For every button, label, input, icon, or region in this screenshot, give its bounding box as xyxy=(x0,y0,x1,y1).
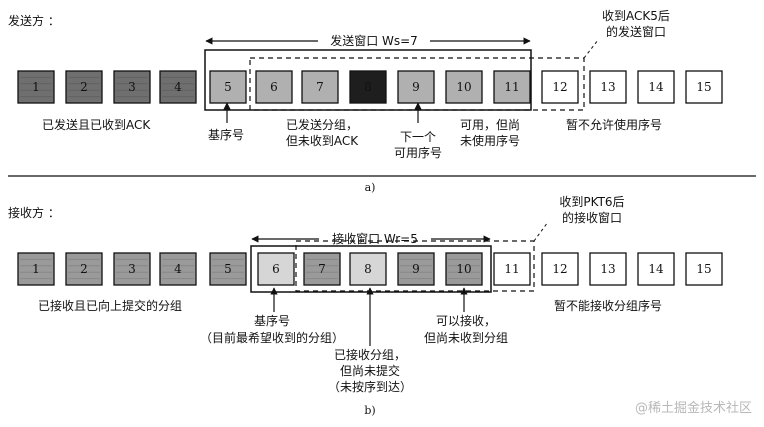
sender-window-label-bg xyxy=(318,33,430,48)
sender-acked-label: 已发送且已收到ACK xyxy=(42,117,151,132)
receiver-not-acceptable-label: 暂不能接收分组序号 xyxy=(554,298,662,313)
receiver-window-label: 接收窗口 Wr=5 xyxy=(332,231,418,246)
sender-next-window-leader xyxy=(583,39,599,59)
receiver-buffered-label-1: 已接收分组， xyxy=(334,347,406,362)
sender-next-seq-label-2: 可用序号 xyxy=(394,145,442,160)
sender-packet-box xyxy=(255,70,293,104)
sender-next-window-box xyxy=(249,57,585,111)
receiver-packet-number: 14 xyxy=(648,262,664,276)
sender-sent-unacked-label-2: 但未收到ACK xyxy=(286,134,359,148)
receiver-packet-number: 10 xyxy=(456,262,471,276)
receiver-packet-number: 12 xyxy=(552,262,567,276)
receiver-caption: b) xyxy=(364,404,375,417)
receiver-packet-number: 11 xyxy=(504,262,519,276)
receiver-packet-box xyxy=(209,252,247,286)
receiver-packet-number: 8 xyxy=(364,262,372,276)
receiver-packet-box xyxy=(65,252,103,286)
receiver-packet-number: 7 xyxy=(318,262,326,276)
sender-packet-box xyxy=(17,70,55,104)
receiver-buffered-label-3: （未按序到达） xyxy=(328,379,412,394)
sender-packet-box xyxy=(113,70,151,104)
receiver-packet-number: 13 xyxy=(600,262,615,276)
sender-packet-box xyxy=(65,70,103,104)
receiver-packet-number: 4 xyxy=(174,262,182,276)
sender-packet-number: 6 xyxy=(270,80,278,94)
receiver-packet-box xyxy=(397,252,435,286)
sender-packet-box xyxy=(493,70,531,104)
receiver-acceptable-label-2: 但尚未收到分组 xyxy=(424,331,508,345)
receiver-delivered-label: 已接收且已向上提交的分组 xyxy=(38,298,182,313)
watermark: @稀土掘金技术社区 xyxy=(635,400,752,416)
sender-packet-box xyxy=(445,70,483,104)
sender-packet-number: 8 xyxy=(364,80,372,94)
sender-not-allowed-label: 暂不允许使用序号 xyxy=(566,117,662,132)
receiver-title: 接收方 ： xyxy=(8,205,60,220)
receiver-next-window-box xyxy=(295,240,535,292)
sender-packet-box xyxy=(209,70,247,104)
sender-packet-number: 1 xyxy=(32,80,40,94)
receiver-packet-box xyxy=(257,252,295,286)
receiver-packet-number: 6 xyxy=(272,262,280,276)
sender-packet-box xyxy=(349,70,387,104)
receiver-window-label-bg xyxy=(319,231,431,246)
receiver-packet-box xyxy=(685,252,723,286)
sender-packet-box xyxy=(637,70,675,104)
receiver-packet-box xyxy=(113,252,151,286)
sender-packet-number: 13 xyxy=(600,80,615,94)
receiver-packet-number: 3 xyxy=(128,262,136,276)
sender-usable-label-1: 可用，但尚 xyxy=(460,118,520,132)
sender-packet-number: 4 xyxy=(174,80,182,94)
sender-packet-number: 5 xyxy=(224,80,232,94)
receiver-packet-number: 5 xyxy=(224,262,232,276)
receiver-packet-box xyxy=(637,252,675,286)
sender-usable-label-2: 未使用序号 xyxy=(460,133,520,148)
sender-caption: a) xyxy=(365,181,376,194)
sender-next-window-label-1: 收到ACK5后 xyxy=(602,9,670,23)
receiver-packet-box xyxy=(541,252,579,286)
sender-title: 发送方 ： xyxy=(8,13,60,28)
sender-packet-box xyxy=(685,70,723,104)
receiver-packet-number: 1 xyxy=(32,262,40,276)
receiver-packet-box xyxy=(493,252,531,286)
sender-sent-unacked-label-1: 已发送分组， xyxy=(286,117,358,132)
receiver-next-window-label-2: 的接收窗口 xyxy=(562,210,622,225)
receiver-packet-box xyxy=(159,252,197,286)
receiver-packet-box xyxy=(445,252,483,286)
receiver-next-window-leader xyxy=(533,221,549,242)
sender-packet-number: 11 xyxy=(504,80,519,94)
sender-next-seq-label-1: 下一个 xyxy=(400,130,436,144)
receiver-packet-number: 15 xyxy=(696,262,711,276)
receiver-next-window-label-1: 收到PKT6后 xyxy=(559,195,624,209)
receiver-packet-box xyxy=(349,252,387,286)
receiver-base-label-2: （目前最希望收到的分组） xyxy=(200,330,344,345)
receiver-packet-number: 2 xyxy=(80,262,88,276)
receiver-acceptable-label-1: 可以接收， xyxy=(436,313,496,328)
sender-window-box xyxy=(204,49,532,111)
sender-packet-number: 3 xyxy=(128,80,136,94)
sender-packet-number: 9 xyxy=(412,80,420,94)
sender-base-label: 基序号 xyxy=(208,127,244,142)
receiver-packet-box xyxy=(589,252,627,286)
sender-packet-box xyxy=(589,70,627,104)
sender-packet-box xyxy=(541,70,579,104)
sender-packet-number: 2 xyxy=(80,80,88,94)
receiver-packet-box xyxy=(303,252,341,286)
sender-packet-number: 14 xyxy=(648,80,664,94)
sender-packet-box xyxy=(159,70,197,104)
sender-packet-number: 7 xyxy=(316,80,324,94)
receiver-packet-number: 9 xyxy=(412,262,420,276)
receiver-base-label-1: 基序号 xyxy=(254,313,290,328)
sender-packet-number: 12 xyxy=(552,80,567,94)
sender-packet-box xyxy=(301,70,339,104)
sender-window-label: 发送窗口 Ws=7 xyxy=(330,33,418,48)
receiver-buffered-label-2: 但尚未提交 xyxy=(340,363,400,378)
receiver-packet-box xyxy=(17,252,55,286)
sender-next-window-label-2: 的发送窗口 xyxy=(606,24,666,39)
sender-packet-number: 15 xyxy=(696,80,711,94)
sender-packet-number: 10 xyxy=(456,80,471,94)
